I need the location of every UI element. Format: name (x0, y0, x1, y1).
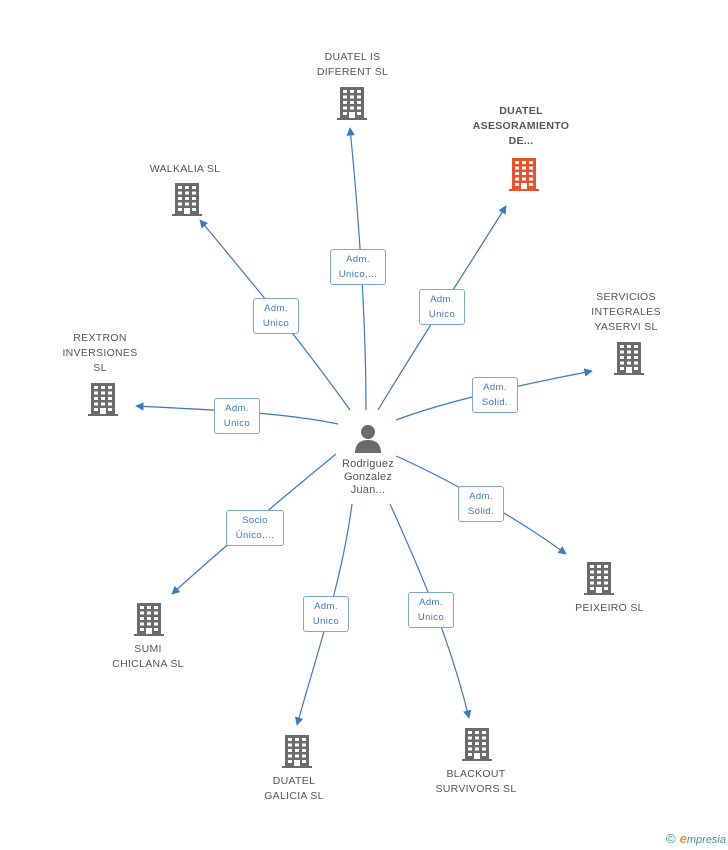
copyright-symbol: © (666, 831, 676, 846)
building-icon[interactable] (337, 86, 367, 120)
company-label-sumi[interactable]: SUMI CHICLANA SL (112, 643, 184, 670)
building-icon[interactable] (282, 734, 312, 768)
company-label-blackout[interactable]: BLACKOUT SURVIVORS SL (435, 768, 517, 795)
person-node[interactable] (352, 422, 384, 454)
building-icon[interactable] (134, 602, 164, 636)
relation-badge-duatel-galicia[interactable]: Adm. Unico (303, 596, 349, 632)
company-label-duatel-galicia[interactable]: DUATEL GALICIA SL (264, 775, 324, 802)
company-label-rextron[interactable]: REXTRON INVERSIONES SL (62, 332, 138, 374)
building-icon[interactable] (584, 561, 614, 595)
building-icon[interactable] (614, 341, 644, 375)
company-label-servicios-integrales[interactable]: SERVICIOS INTEGRALES YASERVI SL (591, 291, 661, 333)
relation-badge-rextron[interactable]: Adm. Unico (214, 398, 260, 434)
company-label-duatel-is[interactable]: DUATEL IS DIFERENT SL (316, 51, 389, 78)
person-name[interactable]: Rodriguez Gonzalez Juan... (342, 458, 394, 496)
relation-badge-duatel-asesoramiento[interactable]: Adm. Unico (419, 289, 465, 325)
building-icon[interactable] (509, 157, 539, 191)
relation-badge-sumi[interactable]: Socio Único,... (226, 510, 284, 546)
company-label-walkalia[interactable]: WALKALIA SL (149, 163, 221, 175)
relation-badge-servicios-integrales[interactable]: Adm. Solid. (472, 377, 518, 413)
building-icon[interactable] (172, 182, 202, 216)
relation-badge-peixeiro[interactable]: Adm. Solid. (458, 486, 504, 522)
company-label-peixeiro[interactable]: PEIXEIRO SL (575, 602, 644, 614)
building-icon[interactable] (88, 382, 118, 416)
relation-badge-blackout[interactable]: Adm. Unico (408, 592, 454, 628)
person-icon (355, 425, 381, 453)
relation-badge-duatel-is[interactable]: Adm. Unico,... (330, 249, 386, 285)
building-icon[interactable] (462, 727, 492, 761)
brand-logo-initial: e (679, 831, 687, 846)
relation-badge-walkalia[interactable]: Adm. Unico (253, 298, 299, 334)
company-label-duatel-asesoramiento[interactable]: DUATEL ASESORAMIENTO DE... (472, 105, 570, 147)
brand-logo-text: mpresia (686, 834, 726, 846)
footer-brand: © empresia (666, 831, 726, 846)
